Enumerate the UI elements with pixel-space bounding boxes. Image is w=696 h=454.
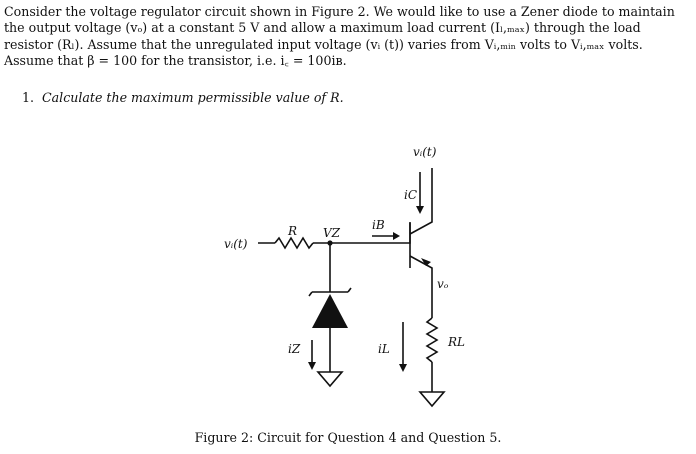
- question-number: 1.: [22, 90, 35, 105]
- resistor-r: [274, 236, 314, 250]
- statement-line-1: Consider the voltage regulator circuit s…: [4, 4, 675, 19]
- label-ic: iC: [404, 188, 417, 202]
- label-vi-top: vᵢ(t): [413, 145, 437, 159]
- resistor-rl: [425, 317, 439, 363]
- label-vi-left: vᵢ(t): [224, 237, 248, 251]
- zener-body: [312, 294, 348, 328]
- problem-statement: Consider the voltage regulator circuit s…: [4, 4, 690, 70]
- zener-cathode: [308, 287, 352, 297]
- label-il: iL: [378, 342, 390, 356]
- label-r: R: [287, 224, 297, 238]
- label-rl: RL: [447, 335, 465, 349]
- ground-zener: [316, 371, 344, 388]
- ground-load: [418, 391, 446, 408]
- ib-arrowhead: [393, 232, 400, 240]
- statement-line-3: resistor (Rₗ). Assume that the unregulat…: [4, 36, 643, 52]
- label-vo: vₒ: [437, 277, 449, 291]
- transistor-collector: [409, 168, 433, 235]
- question-text: Calculate the maximum permissible value …: [42, 90, 344, 105]
- label-iz: iZ: [288, 342, 301, 356]
- statement-line-2: the output voltage (vₒ) at a constant 5 …: [4, 20, 641, 36]
- figure-caption: Figure 2: Circuit for Question 4 and Que…: [194, 430, 502, 445]
- label-vz: VZ: [323, 226, 341, 240]
- il-arrowhead: [399, 364, 407, 372]
- iz-arrowhead: [308, 362, 316, 370]
- question-item: 1. Calculate the maximum permissible valu…: [22, 90, 344, 105]
- statement-line-4: Assume that β = 100 for the transistor, …: [4, 53, 347, 69]
- transistor-emitter: [409, 255, 433, 318]
- label-ib: iB: [372, 218, 385, 232]
- emitter-arrowhead: [421, 258, 431, 266]
- ic-arrowhead: [416, 206, 424, 214]
